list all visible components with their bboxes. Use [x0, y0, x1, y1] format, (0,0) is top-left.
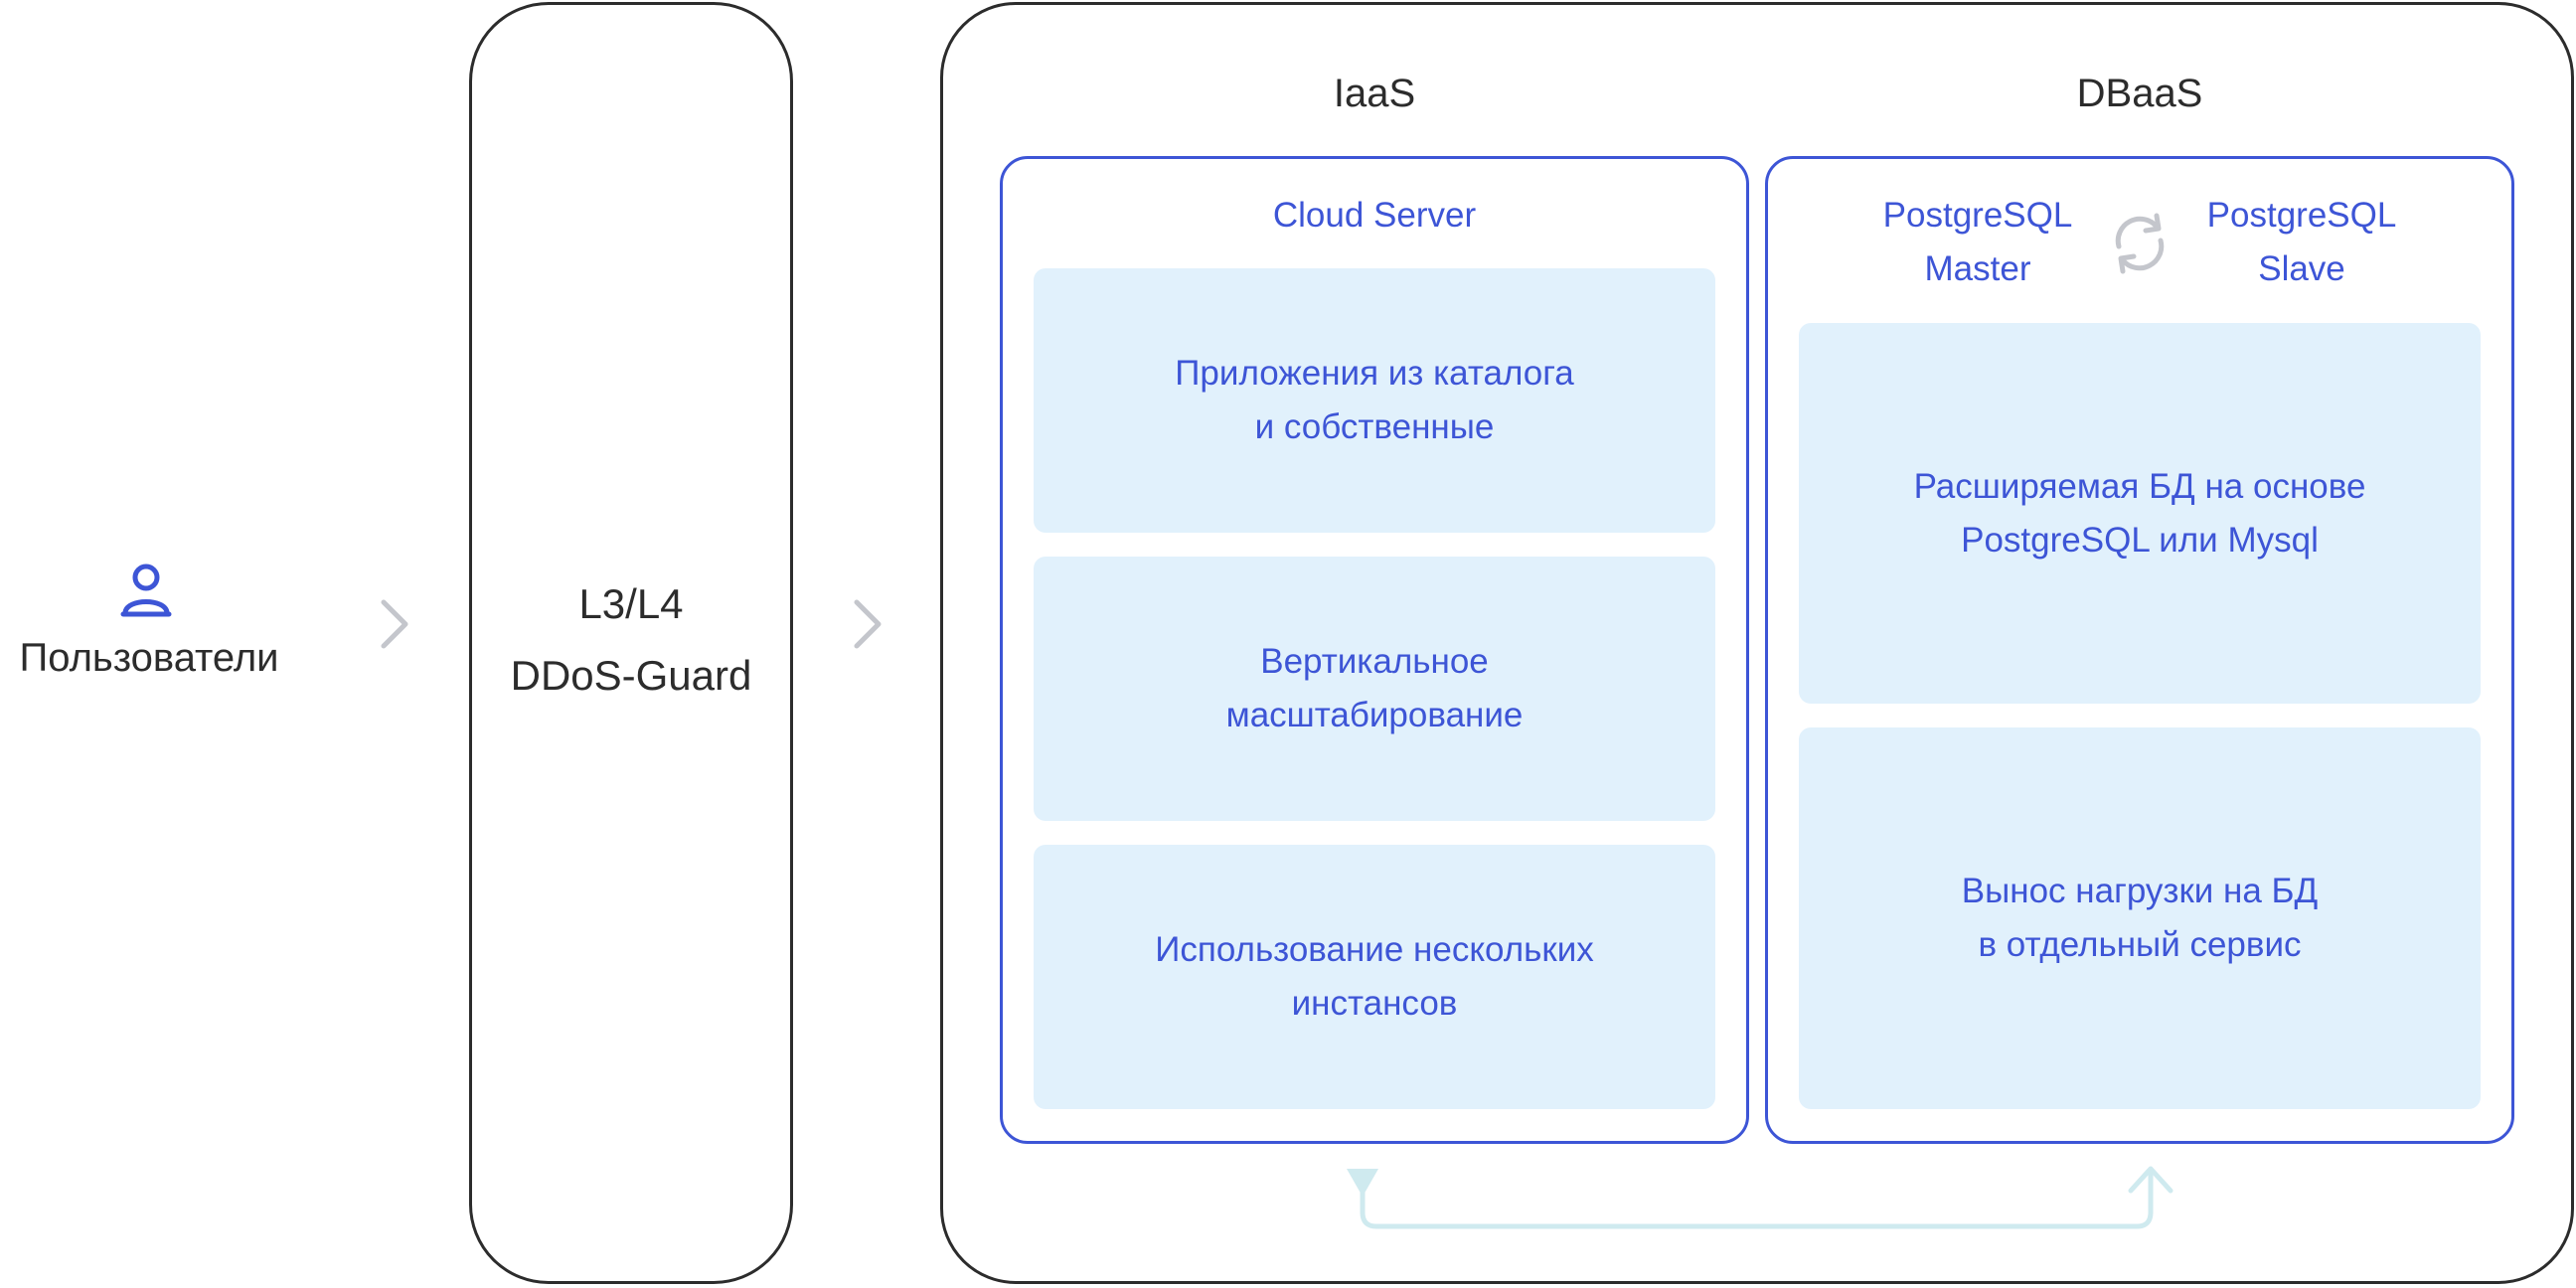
- services-container: [940, 2, 2574, 1284]
- iaas-card-label: Приложения из каталога и собственные: [1175, 354, 1574, 446]
- dbaas-card-label: Вынос нагрузки на БД в отдельный сервис: [1961, 872, 2319, 964]
- dbaas-card-label: Расширяемая БД на основе PostgreSQL или …: [1913, 466, 2366, 560]
- iaas-card-label: Вертикальное масштабирование: [1225, 642, 1524, 734]
- sync-icon: [2115, 213, 2165, 274]
- up-arrow-icon: [2128, 1166, 2174, 1194]
- postgresql-master-label: PostgreSQL Master: [1882, 196, 2073, 288]
- postgresql-slave-label: PostgreSQL Slave: [2206, 196, 2397, 288]
- user-icon: [120, 564, 172, 617]
- dbaas-card-extensible-db: Расширяемая БД на основе PostgreSQL или …: [1799, 323, 2481, 704]
- chevron-right-icon: [854, 599, 882, 649]
- cloud-server-label: Cloud Server: [1272, 196, 1477, 235]
- ddos-layer-label: L3/L4: [578, 580, 684, 627]
- ddos-guard-box: [469, 2, 793, 1284]
- chevron-right-icon: [381, 599, 408, 649]
- dbaas-card-offload: Вынос нагрузки на БД в отдельный сервис: [1799, 727, 2481, 1109]
- dbaas-title: DBaaS: [2076, 72, 2203, 115]
- iaas-card-vertical-scaling: Вертикальное масштабирование: [1034, 557, 1715, 821]
- iaas-card-apps: Приложения из каталога и собственные: [1034, 268, 1715, 533]
- iaas-card-label: Использование нескольких инстансов: [1155, 930, 1594, 1023]
- iaas-card-multiple-instances: Использование нескольких инстансов: [1034, 845, 1715, 1109]
- iaas-dbaas-connector: [1347, 1166, 2174, 1229]
- ddos-guard-label: DDoS-Guard: [510, 652, 752, 699]
- users-label: Пользователи: [19, 636, 279, 680]
- iaas-title: IaaS: [1333, 72, 1416, 115]
